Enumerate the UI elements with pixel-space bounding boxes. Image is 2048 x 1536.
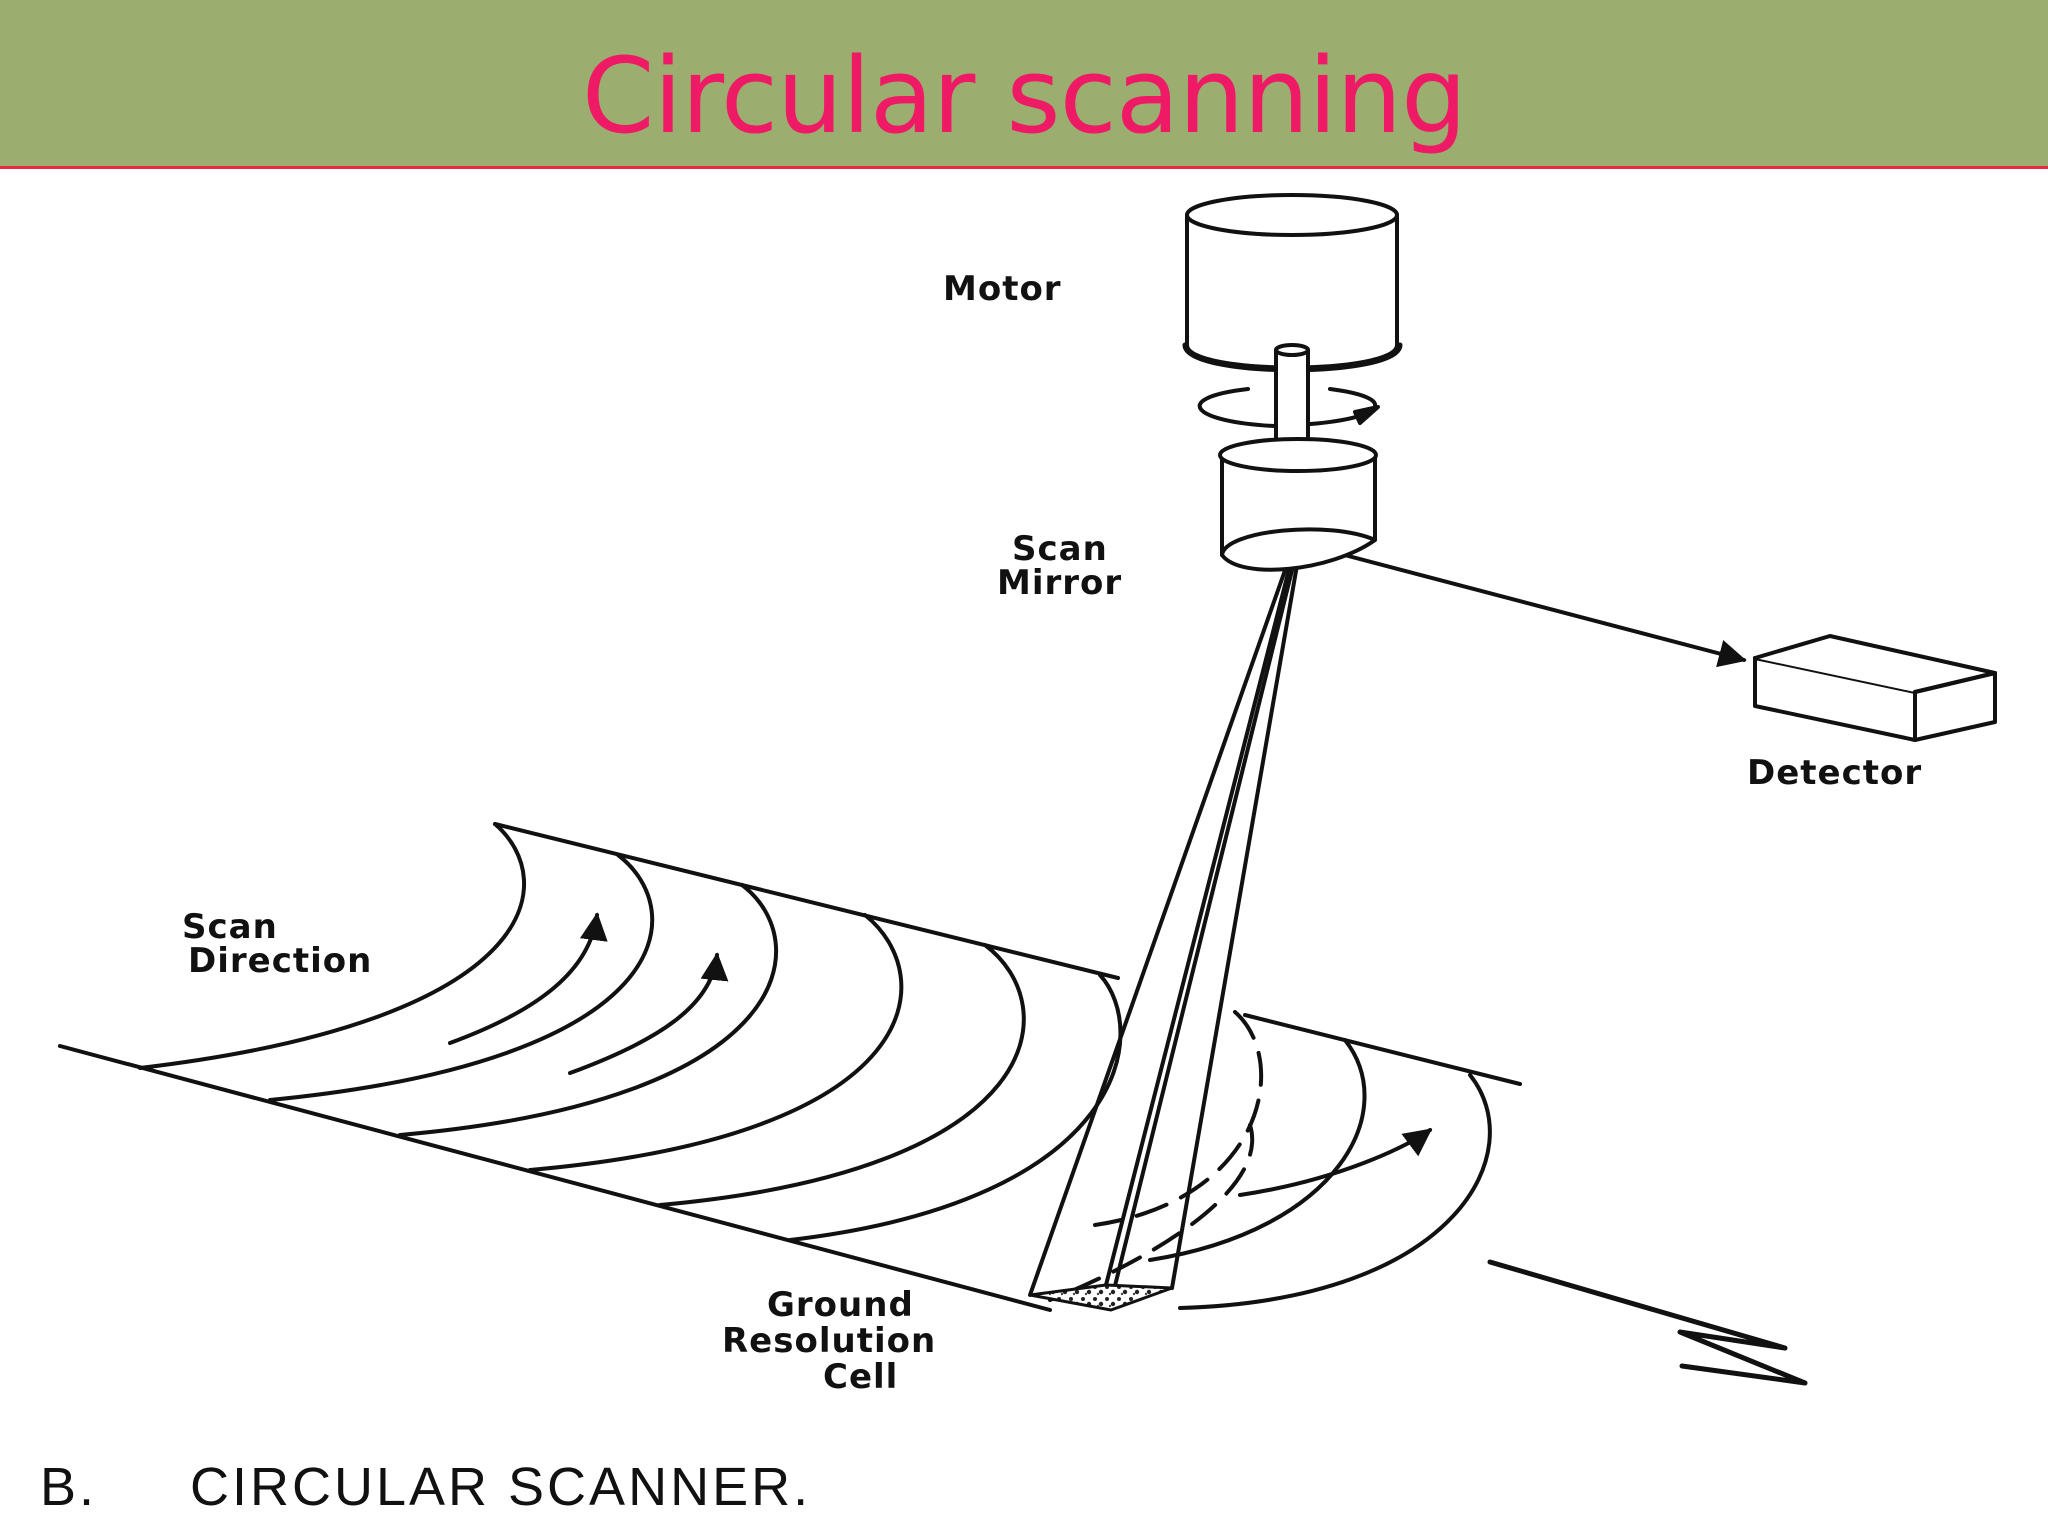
scan-arc	[1178, 1073, 1492, 1310]
ground-label-line2: Resolution	[722, 1321, 936, 1361]
ground-resolution-cell	[1028, 1283, 1174, 1312]
scan-arc	[268, 853, 655, 1102]
scan-arc	[658, 943, 1026, 1207]
scan-arc-active	[1048, 1123, 1255, 1302]
slide-title: Circular scanning	[581, 35, 1467, 157]
scan-arc	[528, 913, 904, 1172]
caption-letter: B.	[40, 1457, 98, 1517]
scan-direction-label-line2: Direction	[188, 941, 372, 981]
detector-label: Detector	[1747, 753, 1922, 793]
swath-top-edge-right	[1243, 1013, 1522, 1086]
detector-beam	[1316, 546, 1747, 668]
scan-direction-arrow	[568, 952, 729, 1075]
figure-caption: B. CIRCULAR SCANNER.	[40, 1456, 811, 1518]
ground-label-line1: Ground	[767, 1285, 914, 1325]
motor-shaft	[1274, 348, 1310, 444]
scan-mirror	[1220, 453, 1377, 572]
ground-label-line3: Cell	[823, 1357, 898, 1397]
beam-edge	[1028, 540, 1297, 1297]
scan-arc	[138, 822, 527, 1070]
scan-arc	[788, 973, 1123, 1242]
scan-mirror-label-line1: Scan	[1012, 529, 1108, 569]
swath-top-edge	[493, 822, 1120, 980]
caption-text: CIRCULAR SCANNER.	[190, 1457, 812, 1517]
beam-edge	[1109, 540, 1301, 1304]
platform-motion-arrow	[1487, 1259, 1808, 1386]
motor-label: Motor	[943, 269, 1062, 309]
scan-direction-arrow	[1238, 1128, 1433, 1197]
beam-edge	[1104, 540, 1298, 1287]
scan-direction-label-line1: Scan	[182, 907, 278, 947]
beam-edge	[1170, 540, 1303, 1290]
scan-arc	[398, 883, 779, 1137]
scan-arc	[1148, 1038, 1367, 1262]
slide-header: Circular scanning	[0, 0, 2048, 169]
scan-mirror-label-line2: Mirror	[997, 563, 1122, 603]
swath-bottom-edge	[58, 1044, 1052, 1312]
scan-direction-arrow	[448, 912, 608, 1045]
